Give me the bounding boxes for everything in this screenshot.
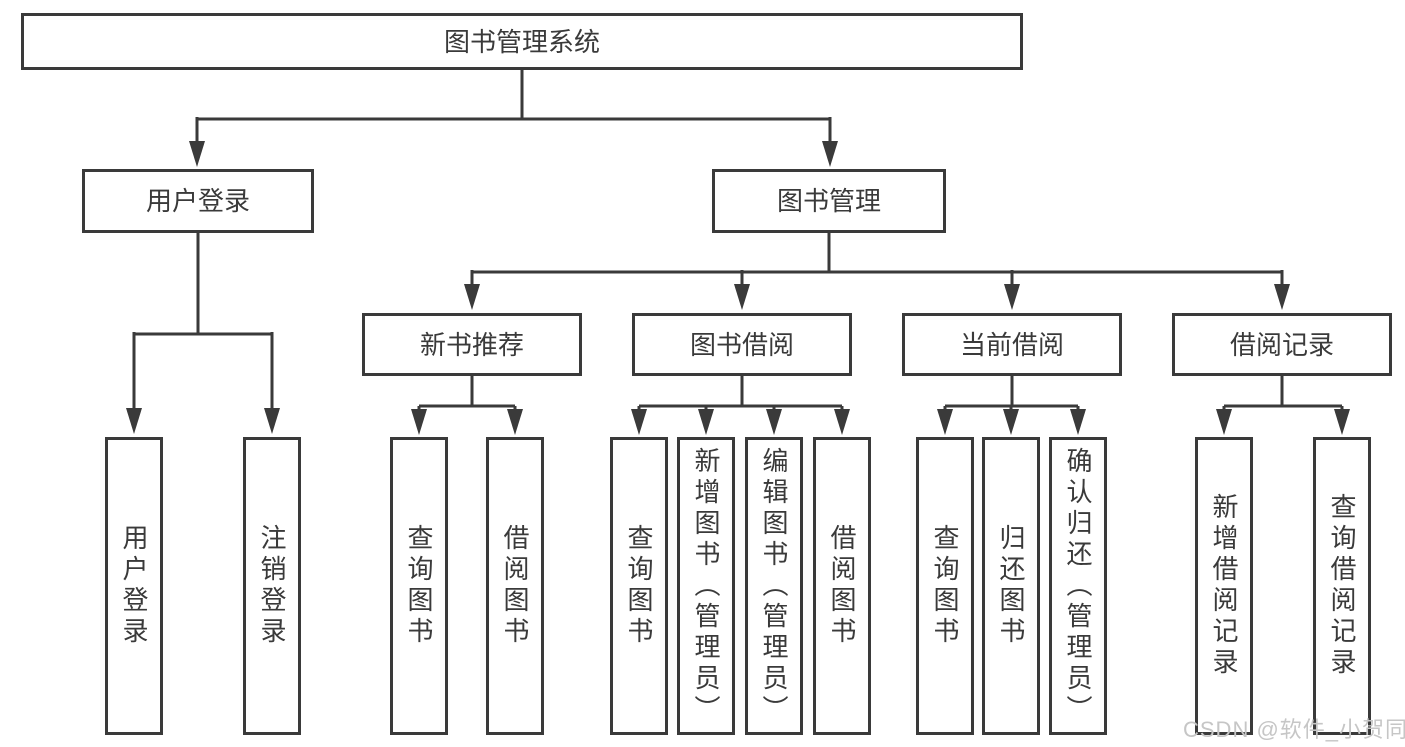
node-add-book-admin: 新增图书（管理员） [677, 437, 735, 735]
node-book-borrow: 图书借阅 [632, 313, 852, 376]
node-user-login-action: 用户登录 [105, 437, 163, 735]
node-borrow-books-action: 借阅图书 [813, 437, 871, 735]
node-user-login: 用户登录 [82, 169, 314, 233]
node-query-books-current: 查询图书 [916, 437, 974, 735]
node-query-books-recommend: 查询图书 [390, 437, 448, 735]
node-query-books-borrow: 查询图书 [610, 437, 668, 735]
node-add-borrow-record: 新增借阅记录 [1195, 437, 1253, 735]
watermark: CSDN @软件_小贺同学 [1183, 717, 1405, 742]
node-logout-action: 注销登录 [243, 437, 301, 735]
node-new-book-recommend: 新书推荐 [362, 313, 582, 376]
node-borrow-records: 借阅记录 [1172, 313, 1392, 376]
node-confirm-return-admin: 确认归还（管理员） [1049, 437, 1107, 735]
node-query-borrow-record: 查询借阅记录 [1313, 437, 1371, 735]
node-library-system: 图书管理系统 [21, 13, 1023, 70]
arrowheads [126, 141, 1350, 435]
node-book-management: 图书管理 [712, 169, 946, 233]
node-edit-book-admin: 编辑图书（管理员） [745, 437, 803, 735]
node-borrow-books-recommend: 借阅图书 [486, 437, 544, 735]
node-current-borrow: 当前借阅 [902, 313, 1122, 376]
node-return-book: 归还图书 [982, 437, 1040, 735]
